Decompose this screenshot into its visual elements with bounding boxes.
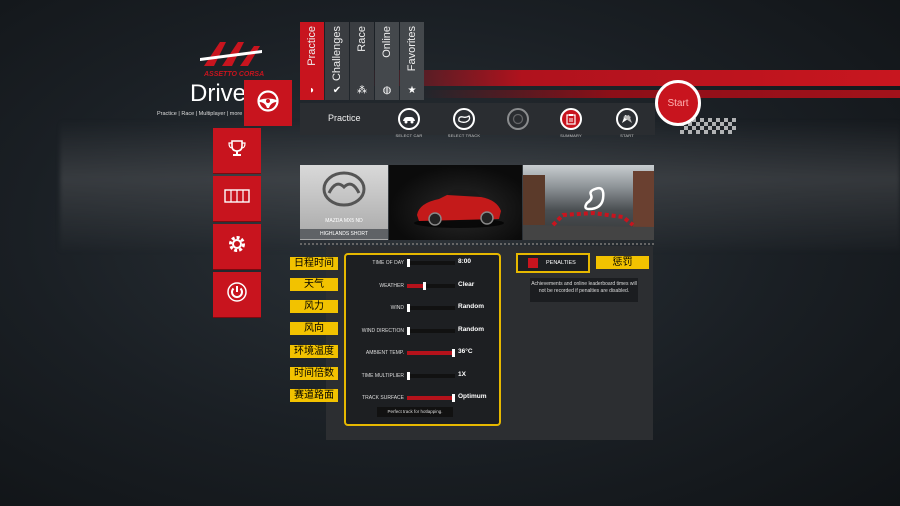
- track-name: HIGHLANDS SHORT: [300, 229, 388, 239]
- time-multiplier-label: TIME MULTIPLIER: [361, 373, 404, 379]
- track-preview-image: [523, 165, 654, 240]
- start-button[interactable]: Start: [655, 80, 701, 126]
- tab-online[interactable]: Online ◍: [375, 22, 399, 100]
- helmet-icon: ◗: [308, 85, 316, 96]
- step-label: START: [620, 133, 634, 138]
- wind-value: Random: [458, 303, 484, 310]
- tyre-icon: [507, 108, 529, 130]
- car-preview-image: [389, 165, 522, 240]
- wind-direction-label: WIND DIRECTION: [361, 328, 404, 334]
- ambient-temp-label: AMBIENT TEMP.: [365, 350, 404, 356]
- mode-label: Practice: [328, 113, 361, 123]
- car-brand-card[interactable]: [300, 165, 388, 240]
- penalties-translation: 惩罚: [596, 256, 649, 269]
- steps-bar: [300, 103, 655, 135]
- translation-label: 风向: [290, 322, 338, 335]
- translation-label: 天气: [290, 278, 338, 291]
- tab-label: Online: [381, 26, 393, 58]
- globe-icon: ◍: [382, 85, 392, 96]
- step-disabled: [488, 108, 548, 130]
- assetto-corsa-logo: ASSETTO CORSA: [196, 36, 268, 78]
- tab-favorites[interactable]: Favorites ★: [400, 22, 424, 100]
- race-cars-icon: ⁂: [357, 85, 367, 96]
- page-subtitle: Practice | Race | Multiplayer | more: [157, 111, 243, 117]
- step-summary[interactable]: SUMMARY: [541, 108, 601, 138]
- steering-wheel-icon: [256, 89, 280, 118]
- translation-label: 环境温度: [290, 345, 338, 358]
- conditions-box: TIME OF DAY 8:00 WEATHER Clear WIND Rand…: [344, 253, 501, 426]
- car-icon: [398, 108, 420, 130]
- step-select-car[interactable]: SELECT CAR: [379, 108, 439, 138]
- trophy-icon: [227, 138, 247, 163]
- time-of-day-slider[interactable]: [407, 259, 455, 267]
- wind-direction-slider[interactable]: [407, 327, 455, 335]
- gear-icon: [226, 233, 248, 260]
- wind-direction-value: Random: [458, 326, 484, 333]
- power-icon: [226, 281, 248, 308]
- flags-icon: [616, 108, 638, 130]
- ambient-temp-slider[interactable]: [407, 349, 455, 357]
- tab-practice[interactable]: Practice ◗: [300, 22, 324, 100]
- background-red-stripe: [360, 70, 900, 86]
- step-start[interactable]: START: [597, 108, 657, 138]
- star-icon: ★: [407, 85, 417, 96]
- track-icon: [453, 108, 475, 130]
- sidebar-item-settings[interactable]: [213, 224, 261, 270]
- tab-label: Race: [356, 26, 368, 52]
- weather-value: Clear: [458, 281, 475, 288]
- weather-slider[interactable]: [407, 282, 455, 290]
- sidebar-item-exit[interactable]: [213, 272, 261, 318]
- weather-label: WEATHER: [379, 283, 404, 289]
- mazda-logo: [322, 171, 366, 207]
- step-select-track[interactable]: SELECT TRACK: [434, 108, 494, 138]
- penalties-toggle[interactable]: PENALTIES: [516, 253, 590, 273]
- ambient-temp-value: 36°C: [458, 348, 473, 355]
- clipboard-icon: [560, 108, 582, 130]
- track-surface-value: Optimum: [458, 393, 487, 400]
- time-multiplier-value: 1X: [458, 371, 466, 378]
- translation-label: 风力: [290, 300, 338, 313]
- drive-button[interactable]: [244, 80, 292, 126]
- translation-label: 日程时间: [290, 257, 338, 270]
- time-of-day-label: TIME OF DAY: [372, 260, 404, 266]
- tab-race[interactable]: Race ⁂: [350, 22, 374, 100]
- track-surface-label: TRACK SURFACE: [362, 395, 404, 401]
- time-multiplier-slider[interactable]: [407, 372, 455, 380]
- sidebar-item-achievements[interactable]: [213, 128, 261, 174]
- penalties-checkbox[interactable]: [528, 258, 538, 268]
- sidebar-item-garage[interactable]: [213, 176, 261, 222]
- divider: [300, 243, 654, 245]
- step-label: SELECT TRACK: [447, 133, 481, 138]
- penalties-label: PENALTIES: [546, 260, 576, 266]
- page-title: Drive: [190, 80, 247, 107]
- translation-label: 赛道路面: [290, 389, 338, 402]
- checkered-flag-pattern: [680, 118, 736, 134]
- check-badge-icon: ✔: [332, 85, 342, 96]
- step-label: SUMMARY: [560, 133, 582, 138]
- tab-label: Challenges: [331, 26, 343, 82]
- tab-label: Practice: [306, 26, 318, 66]
- time-of-day-value: 8:00: [458, 258, 472, 265]
- tab-challenges[interactable]: Challenges ✔: [325, 22, 349, 100]
- translation-label: 时间倍数: [290, 367, 338, 380]
- step-label: SELECT CAR: [395, 133, 423, 138]
- wind-slider[interactable]: [407, 304, 455, 312]
- penalties-note: Achievements and online leaderboard time…: [530, 278, 638, 302]
- tab-label: Favorites: [406, 26, 418, 72]
- start-button-label: Start: [667, 97, 689, 109]
- logo-text: ASSETTO CORSA: [203, 71, 264, 78]
- wind-label: WIND: [390, 305, 404, 311]
- track-surface-slider[interactable]: [407, 394, 455, 402]
- conditions-hint: Perfect track for hotlapping.: [377, 407, 453, 417]
- garage-icon: [224, 189, 250, 208]
- car-name: MAZDA MX5 ND: [325, 218, 363, 224]
